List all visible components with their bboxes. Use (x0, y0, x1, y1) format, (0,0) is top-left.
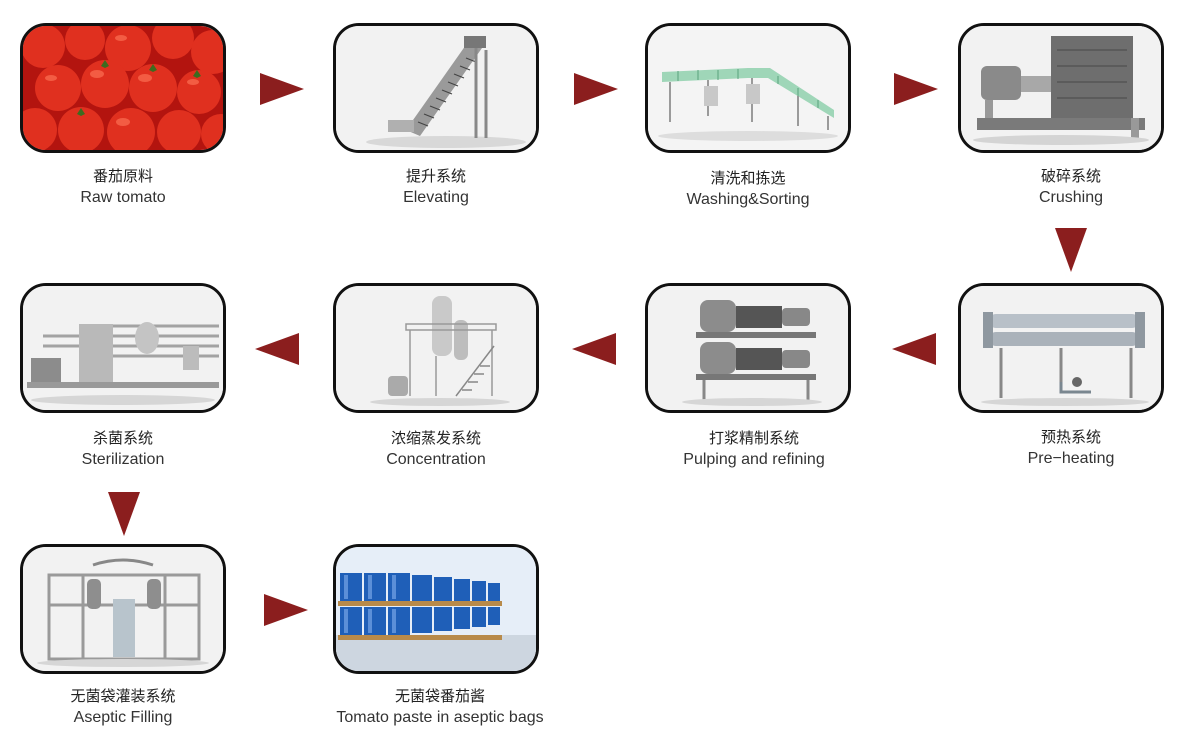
flow-arrow-down-icon (108, 492, 140, 536)
crusher-image (961, 26, 1161, 150)
flow-arrow-right-icon (574, 73, 618, 105)
flow-arrow-right-icon (894, 73, 938, 105)
step-card-aseptic-filling (20, 544, 226, 674)
preheater-image (961, 286, 1161, 410)
flow-arrow-left-icon (255, 333, 299, 365)
step-card-concentration (333, 283, 539, 413)
flow-arrow-right-icon (264, 594, 308, 626)
step-card-pulping-refining (645, 283, 851, 413)
evaporator-image (336, 286, 536, 410)
step-card-crushing (958, 23, 1164, 153)
raw-tomato-image (23, 26, 223, 150)
elevator-image (336, 26, 536, 150)
washing-sorting-image (648, 26, 848, 150)
flow-arrow-down-icon (1055, 228, 1087, 272)
step-card-raw-tomato (20, 23, 226, 153)
step-card-sterilization (20, 283, 226, 413)
step-card-washing-sorting (645, 23, 851, 153)
flow-arrow-left-icon (572, 333, 616, 365)
step-card-tomato-paste-bags (333, 544, 539, 674)
step-card-elevating (333, 23, 539, 153)
step-card-pre-heating (958, 283, 1164, 413)
flow-arrow-left-icon (892, 333, 936, 365)
pulping-refining-image (648, 286, 848, 410)
blue-drums-image (336, 547, 536, 671)
sterilizer-image (23, 286, 223, 410)
aseptic-filler-image (23, 547, 223, 671)
flow-arrow-right-icon (260, 73, 304, 105)
